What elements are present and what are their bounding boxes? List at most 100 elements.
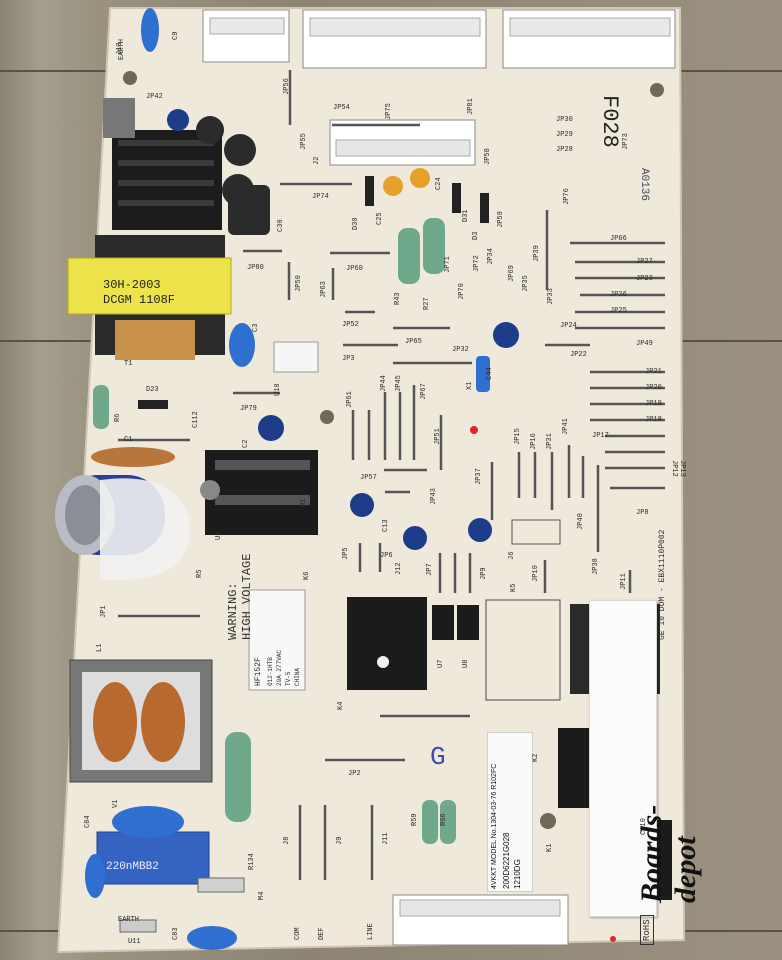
silk-ref: JP44 xyxy=(380,375,388,392)
silk-ref: JP71 xyxy=(444,256,452,273)
relay-label-line1: 012-1HTB xyxy=(267,657,274,686)
silk-ref: JP32 xyxy=(452,346,469,354)
heatsink xyxy=(103,98,222,230)
silk-ref: V1 xyxy=(112,799,120,808)
silk-ref: JP3 xyxy=(342,355,355,363)
silk-ref: R6 xyxy=(114,413,122,422)
silk-ref: JP65 xyxy=(405,338,422,346)
transformer-t1 xyxy=(67,235,232,360)
connector-u11 xyxy=(119,919,157,933)
x-capacitor xyxy=(96,831,210,885)
mounting-hole xyxy=(650,83,664,97)
silk-ref: JP9 xyxy=(480,567,488,580)
silk-ref: JP16 xyxy=(530,433,538,450)
relay-k5-footprint xyxy=(485,599,561,701)
silk-ref: JP24 xyxy=(560,322,577,330)
silk-ref: K2 xyxy=(532,753,540,762)
board-code: F028 xyxy=(597,95,622,148)
silk-ref: J8 xyxy=(283,836,291,845)
silk-ref: K1 xyxy=(546,843,554,852)
silk-ref: JP40 xyxy=(577,513,585,530)
silk-ref: U8 xyxy=(462,659,470,668)
mounting-hole xyxy=(540,813,556,829)
bottom-connector xyxy=(392,894,569,946)
silk-ref: C84 xyxy=(84,815,92,828)
silk-ref: JP63 xyxy=(320,281,328,298)
silk-ref: JP70 xyxy=(458,283,466,300)
silk-ref: D3 xyxy=(472,231,480,240)
silk-ref: T1 xyxy=(124,360,133,368)
model-label: 4VKKT MODEL No.1304-03-76 R102FC 200D622… xyxy=(487,732,533,892)
power-switch-block xyxy=(200,450,318,535)
silk-ref: JP42 xyxy=(146,93,163,101)
silk-ref: JP21 xyxy=(645,368,662,376)
relay-label: HF152F 012-1HTB 20A 277VAC TV-5 CHINA xyxy=(249,590,305,690)
silk-ref: JP57 xyxy=(360,474,377,482)
relay-k4 xyxy=(347,597,427,690)
optocoupler-u7 xyxy=(432,605,454,640)
silk-ref: JP51 xyxy=(434,428,442,445)
def-label: DEF xyxy=(318,927,326,940)
silk-ref: JP76 xyxy=(563,188,571,205)
silk-ref: C9 xyxy=(172,31,180,40)
silk-ref: JP49 xyxy=(636,340,653,348)
silk-ref: JP19 xyxy=(645,400,662,408)
top-connector-right xyxy=(502,9,676,69)
silk-ref: U10 xyxy=(274,383,282,396)
silk-ref: D31 xyxy=(462,209,470,222)
silk-ref: JP10 xyxy=(532,565,540,582)
silk-ref: JP37 xyxy=(475,468,483,485)
rohs-mark: RoHS xyxy=(640,915,654,945)
earth-label-bottom: EARTH xyxy=(118,916,140,924)
silk-ref: C25 xyxy=(376,212,384,225)
optocoupler-u8 xyxy=(457,605,479,640)
silk-ref: J6 xyxy=(508,551,516,560)
silk-ref: R43 xyxy=(394,292,402,305)
optocoupler-u10 xyxy=(273,341,319,373)
relay-brand: HF152F xyxy=(254,657,263,686)
silk-ref: JP60 xyxy=(346,265,363,273)
silk-ref: JP6 xyxy=(380,552,393,560)
silk-ref: JP38 xyxy=(592,558,600,575)
diode xyxy=(138,176,489,409)
transformer-label-line2: DCGM 1108F xyxy=(103,293,176,307)
relay-label-line2: 20A 277VAC xyxy=(276,649,283,686)
silk-ref: JP20 xyxy=(645,384,662,392)
silk-ref: J11 xyxy=(382,832,390,845)
silk-ref: JP17 xyxy=(592,432,609,440)
silk-ref: JP8 xyxy=(636,509,649,517)
silk-ref: R66 xyxy=(440,813,448,826)
silk-ref: R5 xyxy=(196,569,204,578)
silk-ref: C3 xyxy=(252,323,260,332)
silk-ref: JP12 xyxy=(670,460,678,477)
silk-ref: C13 xyxy=(382,519,390,532)
silk-ref: JP11 xyxy=(620,573,628,590)
com-label: COM xyxy=(294,927,302,940)
fuse xyxy=(197,877,245,893)
power-resistor xyxy=(93,218,456,844)
silk-ref: K6 xyxy=(303,571,311,580)
board-side-print: GE 10 DOM - EBX1110P002 xyxy=(658,529,667,640)
silk-ref: JP58 xyxy=(484,148,492,165)
silk-ref: C112 xyxy=(192,411,200,428)
silk-ref: JP79 xyxy=(240,405,257,413)
silk-ref: JP75 xyxy=(385,103,393,120)
silk-ref: JP29 xyxy=(556,131,573,139)
silk-ref: JP2 xyxy=(348,770,361,778)
silk-ref: JP26 xyxy=(610,291,627,299)
red-marker xyxy=(610,936,616,942)
top-connector-left xyxy=(202,9,290,63)
silk-ref: JP30 xyxy=(556,116,573,124)
warning-line1: WARNING: xyxy=(226,582,240,640)
connector-j2 xyxy=(329,119,476,166)
silk-ref: J2 xyxy=(313,156,321,165)
silk-ref: JP1 xyxy=(100,605,108,618)
mounting-hole xyxy=(123,71,137,85)
large-capacitor-c1 xyxy=(55,475,191,580)
silk-ref: C30 xyxy=(277,219,285,232)
silk-ref: JP13 xyxy=(678,460,686,477)
silk-ref: M1 xyxy=(300,498,308,507)
silk-ref: JP41 xyxy=(562,418,570,435)
